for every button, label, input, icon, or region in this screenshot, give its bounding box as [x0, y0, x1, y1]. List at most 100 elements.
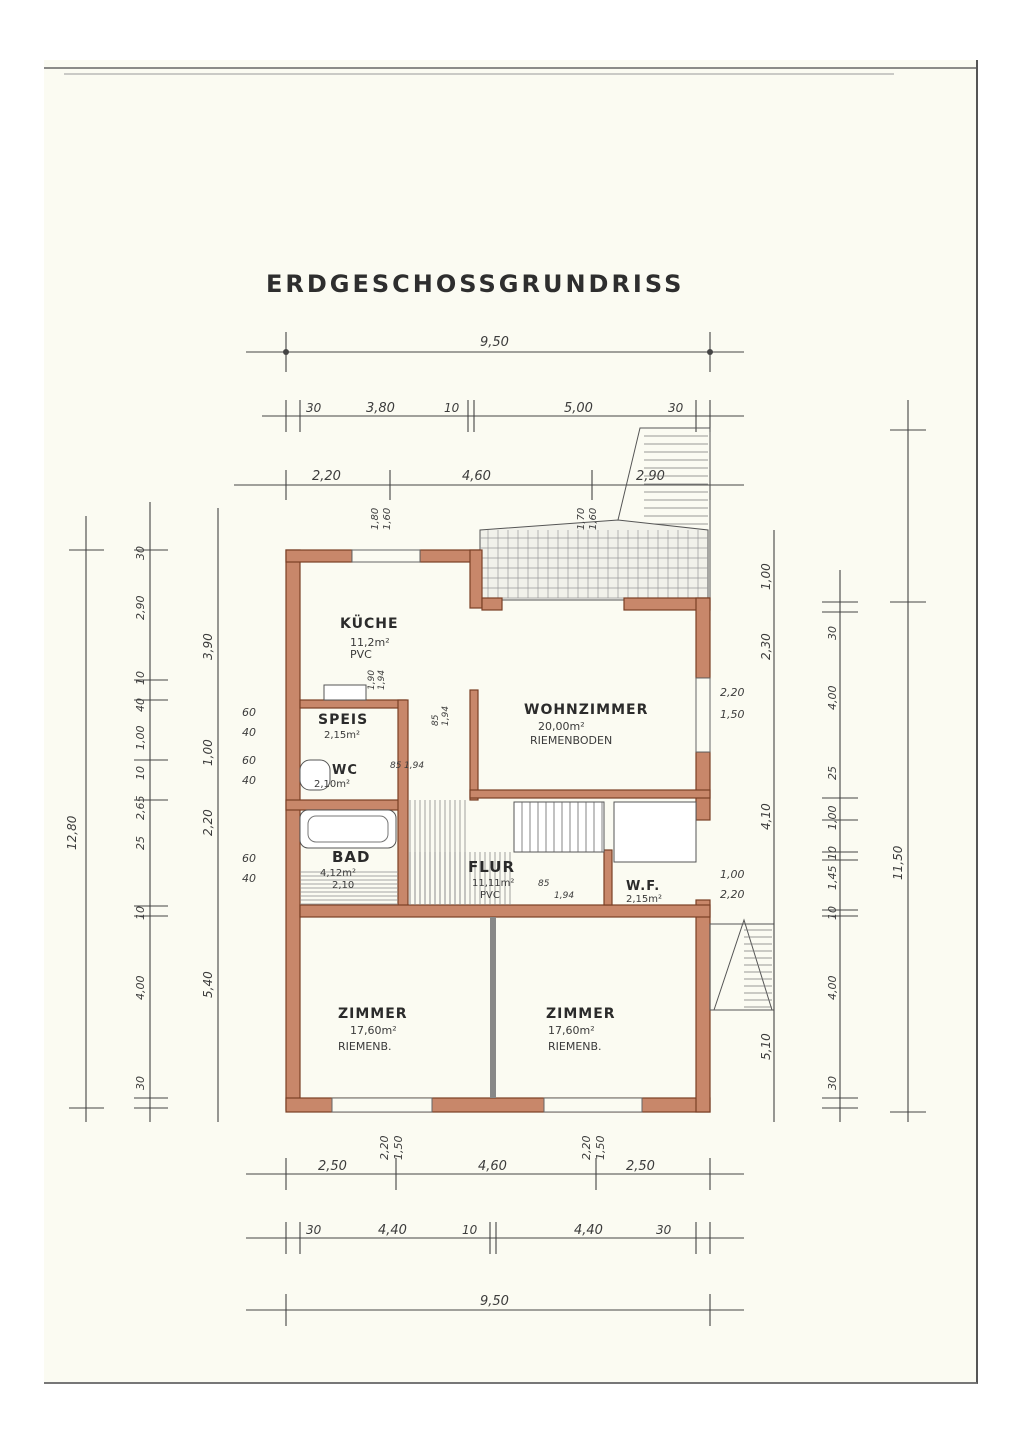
dim-top2-0: 30 — [306, 401, 322, 415]
room-wf-name: W.F. — [626, 879, 660, 894]
door-note-2: 85 — [390, 761, 402, 771]
dim-top2-4: 30 — [668, 401, 684, 415]
room-speis-area: 2,15m² — [324, 730, 360, 741]
room-kueche-name: KÜCHE — [340, 614, 399, 632]
dim-left-chain-8: 10 — [134, 906, 147, 920]
dim-right-chain-1: 4,00 — [826, 686, 839, 711]
building-walls — [285, 549, 711, 1113]
dim-right-chain-0: 30 — [826, 626, 839, 640]
door-note-5: 1,94 — [441, 706, 451, 726]
dim-right-win-h2: 1,50 — [720, 708, 745, 721]
dim-win-w1: 1,70 — [576, 508, 587, 530]
dim-right2-3: 5,10 — [759, 1033, 773, 1060]
window-height-marks: 1,80 1,60 1,70 1,60 2,20 1,50 2,20 1,50 — [370, 508, 607, 1160]
room-zimmer1-name: ZIMMER — [338, 1006, 408, 1022]
door-note-0: 1,90 — [367, 670, 377, 690]
left-dimensions: 12,80 30 2,90 10 40 1,00 10 2,65 25 10 4,00 30 3,9… — [65, 502, 256, 1122]
dim-right2-2: 4,10 — [759, 803, 773, 830]
room-zimmer2-name: ZIMMER — [546, 1006, 616, 1022]
dim-win-w2: 1,60 — [588, 508, 599, 530]
dim-top2-1: 3,80 — [366, 401, 395, 416]
door-note-6: 85 — [538, 879, 550, 889]
room-speis-name: SPEIS — [318, 712, 368, 728]
dim-bottom-total: 9,50 — [480, 1294, 509, 1309]
dim-win-b4: 1,50 — [594, 1136, 607, 1161]
dim-bottom1-1: 4,60 — [478, 1159, 507, 1174]
dim-bottom2-1: 4,40 — [378, 1223, 407, 1238]
room-zimmer2-area: 17,60m² — [548, 1024, 595, 1037]
dim-win-k1: 1,80 — [370, 508, 381, 530]
dim-left-chain-0: 30 — [134, 546, 147, 560]
terrace-paving — [479, 519, 709, 601]
dim-win-b3: 2,20 — [580, 1136, 593, 1161]
dim-top3-1: 4,60 — [462, 469, 491, 484]
dim-bottom2-4: 30 — [656, 1223, 672, 1237]
dim-left-chain-4: 1,00 — [134, 726, 147, 751]
dim-left-chain-7: 25 — [134, 836, 147, 850]
dim-left-total: 12,80 — [65, 815, 79, 850]
door-note-4: 85 — [431, 714, 441, 726]
right-dimensions: 1,00 2,30 4,10 5,10 304,00251,00101,4510… — [720, 400, 926, 1122]
dim-left-chain-6: 2,65 — [134, 796, 147, 821]
dim-left-chain-2: 10 — [134, 671, 147, 685]
room-zimmer2-floor: RIEMENB. — [548, 1040, 602, 1053]
dim-left-misc-40c: 40 — [242, 872, 256, 885]
dim-top2-2: 10 — [444, 401, 460, 415]
fixtures — [299, 684, 697, 905]
dim-top2-3: 5,00 — [564, 401, 593, 416]
room-bad-name: BAD — [332, 848, 371, 866]
dim-win-k2: 1,60 — [382, 508, 393, 530]
dim-top-total: 9,50 — [480, 335, 509, 350]
room-wc-area: 2,10m² — [314, 779, 350, 790]
room-bad-area: 4,12m² — [320, 868, 356, 879]
door-note-3: 1,94 — [404, 761, 424, 771]
room-labels: KÜCHE 11,2m² PVC SPEIS 2,15m² WC 2,10m² … — [314, 614, 662, 1053]
room-wohnzimmer-area: 20,00m² — [538, 720, 585, 733]
dim-left-misc-40b: 40 — [242, 774, 256, 787]
dim-right-chain-4: 10 — [826, 846, 839, 860]
plan-title: ERDGESCHOSSGRUNDRISS — [266, 270, 684, 298]
dim-right2-1: 2,30 — [759, 633, 773, 660]
dim-left-chain-1: 2,90 — [134, 596, 147, 621]
dim-bottom1-0: 2,50 — [318, 1159, 347, 1174]
room-wohnzimmer-name: WOHNZIMMER — [524, 702, 648, 718]
room-flur-name: FLUR — [468, 858, 515, 876]
door-note-1: 1,94 — [377, 670, 387, 690]
dim-left-chain-5: 10 — [134, 766, 147, 780]
dim-right-chain-6: 10 — [826, 906, 839, 920]
room-wohnzimmer-floor: RIEMENBODEN — [530, 734, 612, 747]
dim-bottom2-0: 30 — [306, 1223, 322, 1237]
dim-right-win-h1: 2,20 — [720, 686, 745, 699]
dim-left-chain-3: 40 — [134, 698, 147, 712]
dim-right-chain-7: 4,00 — [826, 976, 839, 1001]
dim-bottom1-2: 2,50 — [626, 1159, 655, 1174]
dim-left-chain-10: 30 — [134, 1076, 147, 1090]
dim-right-chain-3: 1,00 — [826, 806, 839, 831]
door-notes: 1,90 1,94 85 1,94 85 1,94 85 1,94 — [367, 670, 574, 901]
dim-right-door-1: 1,00 — [720, 868, 745, 881]
room-kueche-floor: PVC — [350, 648, 372, 661]
dim-left2-2: 2,20 — [201, 809, 215, 836]
room-bad-height: 2,10 — [332, 880, 354, 891]
dim-top3-0: 2,20 — [312, 469, 341, 484]
room-wc-name: WC — [332, 763, 358, 778]
dim-left-misc-60a: 60 — [242, 706, 256, 719]
dim-left-misc-40a: 40 — [242, 726, 256, 739]
dim-right-total: 11,50 — [891, 845, 905, 880]
dim-left2-0: 3,90 — [201, 633, 215, 660]
dim-right-chain-2: 25 — [826, 766, 839, 780]
exterior-stair-entrance — [709, 918, 775, 1011]
dim-right-door-2: 2,20 — [720, 888, 745, 901]
dim-bottom2-3: 4,40 — [574, 1223, 603, 1238]
top-dimensions: 9,50 30 3,80 10 5,00 30 2,20 4,60 2,90 — [234, 332, 744, 500]
dim-win-b1: 2,20 — [378, 1136, 391, 1161]
room-zimmer1-area: 17,60m² — [350, 1024, 397, 1037]
room-flur-floor: PVC — [480, 890, 500, 901]
dim-left2-1: 1,00 — [201, 739, 215, 766]
dim-left-misc-60b: 60 — [242, 754, 256, 767]
drawing-sheet: ERDGESCHOSSGRUNDRISS 9,50 30 3,80 10 5,0… — [44, 60, 978, 1384]
dim-left-chain-9: 4,00 — [134, 976, 147, 1001]
room-zimmer1-floor: RIEMENB. — [338, 1040, 392, 1053]
room-wf-area: 2,15m² — [626, 894, 662, 905]
dim-top3-2: 2,90 — [636, 469, 665, 484]
